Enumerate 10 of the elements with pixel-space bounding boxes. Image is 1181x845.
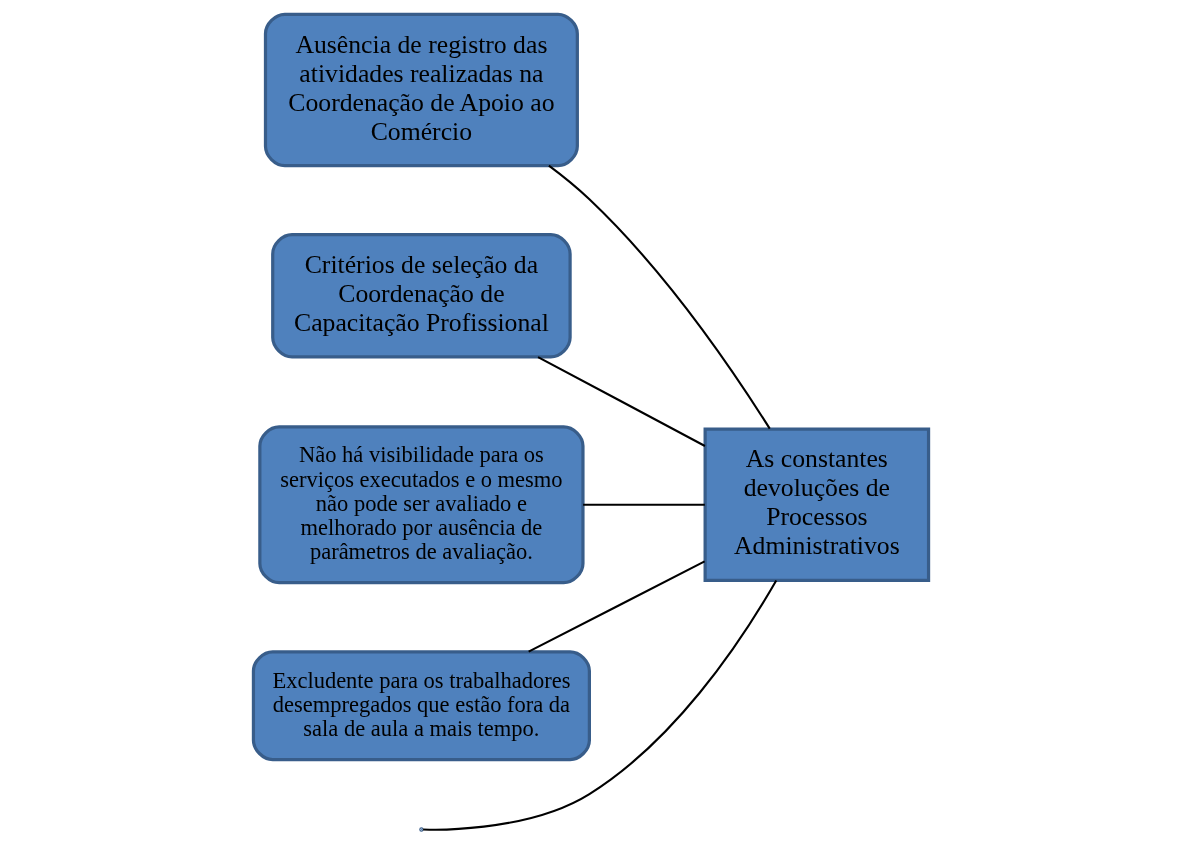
connector <box>547 164 771 430</box>
node-box: Critérios de seleção da Coordenação de Capacitação Profissional <box>270 233 572 359</box>
node-box: Excludente para os trabalhadores desempregados que estão fora da sala de aula a mais tempo. <box>251 650 591 762</box>
connector <box>422 579 777 831</box>
connector <box>537 356 705 447</box>
node-box: As constantes devoluções de Processos Administrativos <box>703 427 930 582</box>
node-box: Não há visibilidade para os serviços executados e o mesmo não pode ser avaliado e melhorado por ausência de parâmetros de avaliação. <box>257 425 585 585</box>
connector <box>527 560 705 653</box>
connector <box>582 503 705 506</box>
node-box: Ausência de registro das atividades realizadas na Coordenação de Apoio ao Comércio <box>263 12 579 168</box>
